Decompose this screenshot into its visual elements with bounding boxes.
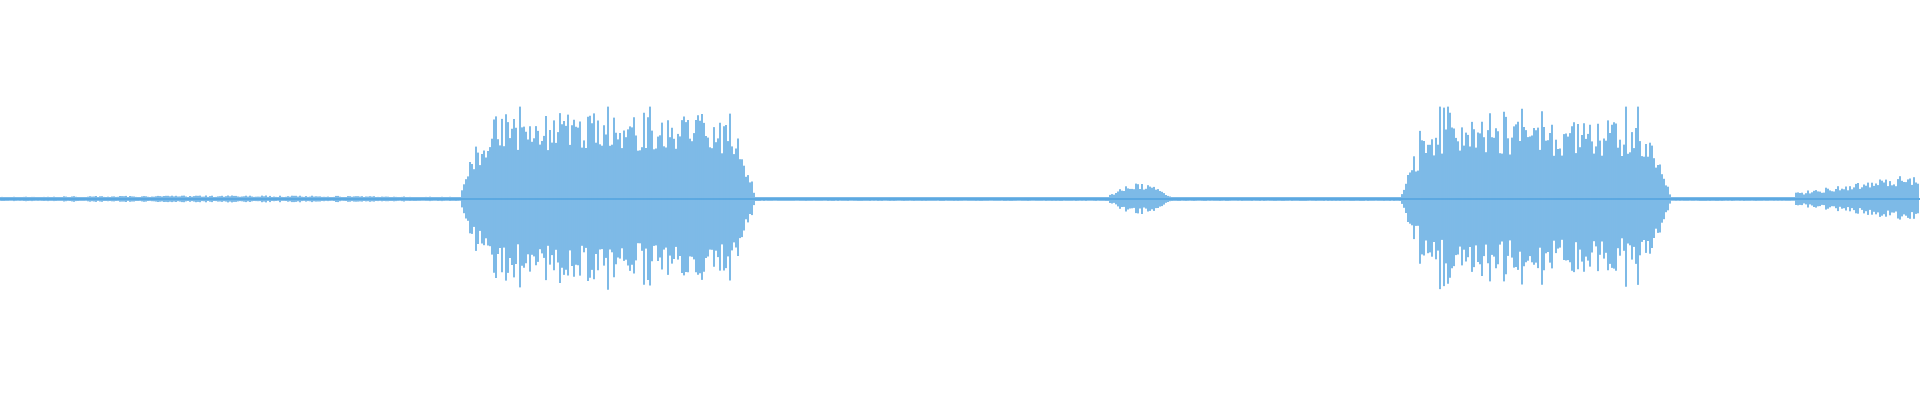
waveform-bars [0, 106, 1919, 290]
